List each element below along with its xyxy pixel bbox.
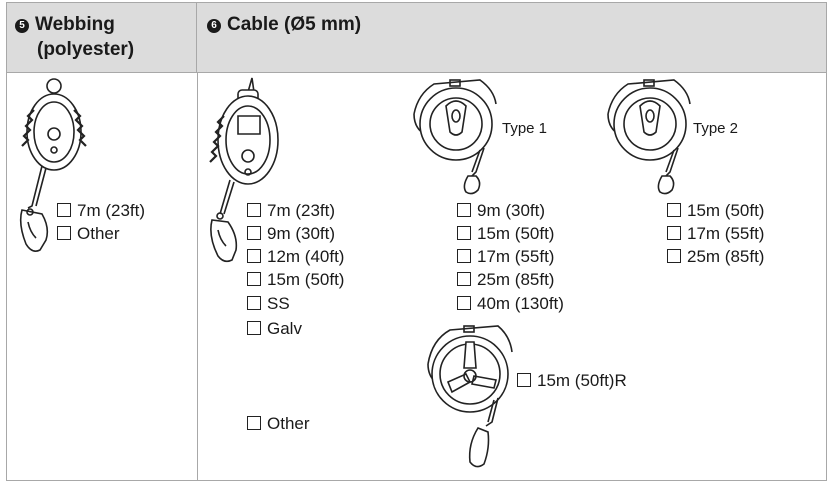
- checkbox[interactable]: [247, 226, 261, 240]
- cable-option-12m[interactable]: 12m (40ft): [247, 246, 344, 268]
- cable-option-galv[interactable]: Galv: [247, 318, 302, 340]
- column-divider: [197, 73, 198, 480]
- checkbox[interactable]: [457, 296, 471, 310]
- checkbox[interactable]: [57, 203, 71, 217]
- type1-option-40m[interactable]: 40m (130ft): [457, 293, 564, 315]
- type2-option-25m[interactable]: 25m (85ft): [667, 246, 764, 268]
- checkbox[interactable]: [457, 203, 471, 217]
- type2-option-15m[interactable]: 15m (50ft): [667, 200, 764, 222]
- webbing-subtitle: (polyester): [37, 39, 135, 60]
- type1-option-17m[interactable]: 17m (55ft): [457, 246, 554, 268]
- checkbox[interactable]: [247, 416, 261, 430]
- webbing-lifeline-device-icon: [19, 78, 87, 252]
- checkbox[interactable]: [457, 249, 471, 263]
- webbing-option-7m[interactable]: 7m (23ft): [57, 200, 145, 222]
- cable-option-15m[interactable]: 15m (50ft): [247, 269, 344, 291]
- checkbox[interactable]: [667, 226, 681, 240]
- cable-option-7m[interactable]: 7m (23ft): [247, 200, 335, 222]
- checkbox[interactable]: [247, 321, 261, 335]
- webbing-option-other[interactable]: Other: [57, 223, 120, 245]
- cable-lifeline-device-icon: [209, 77, 279, 263]
- checkbox[interactable]: [247, 296, 261, 310]
- type2-label: Type 2: [693, 120, 739, 137]
- checkbox[interactable]: [517, 373, 531, 387]
- checkbox[interactable]: [247, 203, 261, 217]
- type2-cable-device-icon: [607, 79, 691, 195]
- retractable-option-15m[interactable]: 15m (50ft)R: [517, 370, 627, 392]
- type1-cable-device-icon: [413, 79, 497, 195]
- type1-option-15m[interactable]: 15m (50ft): [457, 223, 554, 245]
- section-number-badge: 5: [15, 19, 29, 33]
- type1-option-25m[interactable]: 25m (85ft): [457, 269, 554, 291]
- type1-label: Type 1: [502, 120, 548, 137]
- type1-option-9m[interactable]: 9m (30ft): [457, 200, 545, 222]
- checkbox[interactable]: [247, 272, 261, 286]
- checkbox[interactable]: [667, 203, 681, 217]
- cable-option-9m[interactable]: 9m (30ft): [247, 223, 335, 245]
- cable-option-other[interactable]: Other: [247, 413, 310, 435]
- checkbox[interactable]: [457, 226, 471, 240]
- checkbox[interactable]: [457, 272, 471, 286]
- checkbox[interactable]: [247, 249, 261, 263]
- type2-option-17m[interactable]: 17m (55ft): [667, 223, 764, 245]
- cable-option-ss[interactable]: SS: [247, 293, 290, 315]
- section-number-badge: 6: [207, 19, 221, 33]
- checkbox[interactable]: [667, 249, 681, 263]
- retractable-cable-device-icon: [427, 325, 513, 468]
- checkbox[interactable]: [57, 226, 71, 240]
